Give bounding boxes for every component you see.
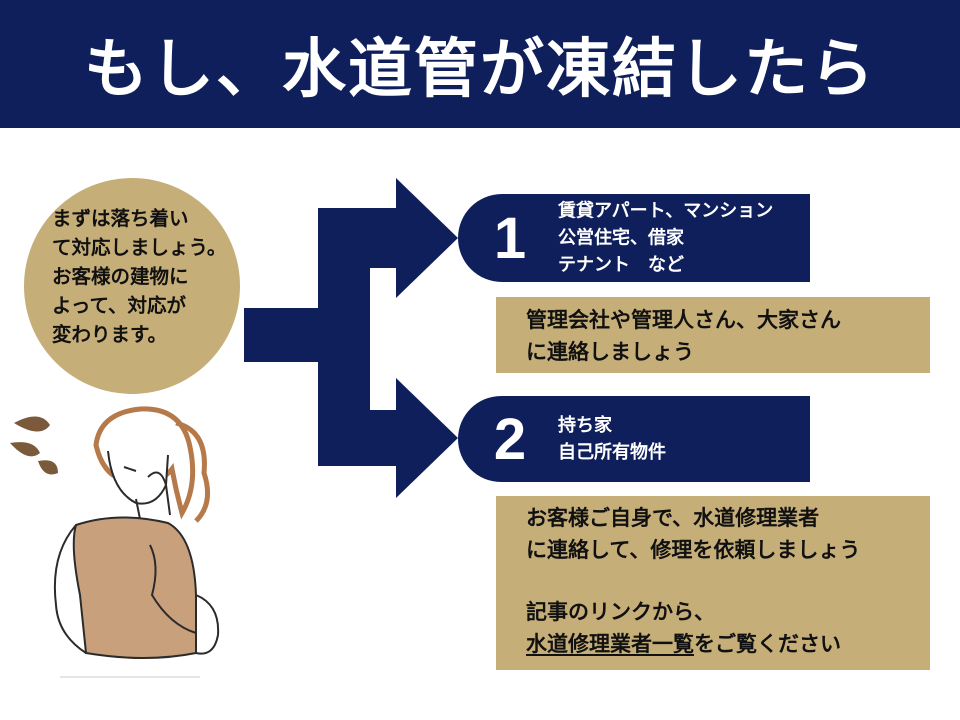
case-2-badge: 2 持ち家 自己所有物件 — [458, 396, 810, 482]
spacer — [526, 566, 930, 596]
case-2-advice-box: お客様ご自身で、水道修理業者 に連絡して、修理を依頼しましょう 記事のリンクから… — [496, 496, 930, 670]
page-title: もし、水道管が凍結したら — [84, 33, 876, 107]
case-2-advice-line: に連絡して、修理を依頼しましょう — [526, 538, 861, 562]
case-1-line: 公営住宅、借家 — [558, 227, 684, 249]
case-1-line: 賃貸アパート、マンション — [558, 200, 774, 222]
case-1-badge: 1 賃貸アパート、マンション 公営住宅、借家 テナント など — [458, 194, 810, 282]
speech-bubble — [24, 178, 240, 394]
case-2-number: 2 — [493, 406, 527, 472]
case-2-lines: 持ち家 自己所有物件 — [558, 412, 666, 466]
header-banner: もし、水道管が凍結したら — [0, 0, 960, 128]
link-suffix: をご覧ください — [694, 632, 841, 656]
case-2-line: 自己所有物件 — [558, 442, 666, 463]
case-1-advice-line: に連絡しましょう — [526, 340, 694, 364]
branch-arrow-shape — [244, 178, 458, 498]
bubble-text: まずは落ち着い て対応しましょう。 お客様の建物に よって、対応が 変わります。 — [52, 207, 227, 346]
case-1-advice-line: 管理会社や管理人さん、大家さん — [526, 308, 841, 332]
case-2-advice-line: お客様ご自身で、水道修理業者 — [526, 506, 820, 530]
case-2-line: 持ち家 — [558, 415, 612, 436]
case-1-lines: 賃貸アパート、マンション 公営住宅、借家 テナント など — [558, 198, 773, 279]
case-1-line: テナント など — [558, 254, 684, 276]
case-1-advice-box: 管理会社や管理人さん、大家さん に連絡しましょう — [496, 297, 930, 373]
link-intro: 記事のリンクから、 — [526, 600, 715, 624]
repair-list-link[interactable]: 水道修理業者一覧 — [526, 632, 694, 656]
case-1-number: 1 — [493, 205, 527, 271]
sweat-drops-icon — [10, 416, 58, 475]
worried-woman-illustration — [10, 406, 220, 678]
link-line: 水道修理業者一覧をご覧ください — [526, 628, 930, 660]
